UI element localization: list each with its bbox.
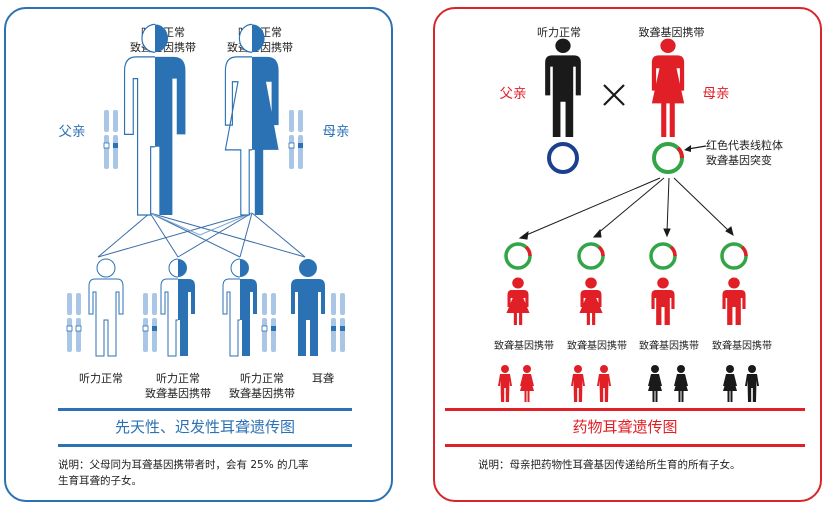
child-4-chromosomes xyxy=(331,293,345,352)
daughter-figure-2 xyxy=(579,278,602,326)
son-figure-1 xyxy=(651,278,674,326)
child-3-chromosomes xyxy=(262,293,276,352)
mother-figure xyxy=(225,24,278,215)
child-1-chromosomes xyxy=(67,293,81,352)
mother-mitochondria-icon xyxy=(654,144,682,172)
child-2-figure xyxy=(161,259,195,356)
father-chromosomes xyxy=(104,110,118,169)
child-4-figure xyxy=(291,259,325,356)
grandchildren-row xyxy=(498,365,759,402)
inheritance-lines xyxy=(98,213,305,257)
father-mitochondria-icon xyxy=(549,144,577,172)
son-figure-2 xyxy=(722,278,745,326)
mother-chromosomes xyxy=(289,110,303,169)
mother-figure-r xyxy=(652,39,684,137)
father-figure xyxy=(125,24,186,215)
cross-symbol xyxy=(604,85,624,105)
annotation-arrow xyxy=(684,145,706,152)
transmission-arrows xyxy=(520,178,733,239)
child-mitochondria-icons xyxy=(506,244,746,268)
child-2-chromosomes xyxy=(143,293,157,352)
child-1-figure xyxy=(89,259,123,356)
child-3-figure xyxy=(223,259,257,356)
daughter-figure-1 xyxy=(506,278,529,326)
father-figure-r xyxy=(545,39,581,137)
